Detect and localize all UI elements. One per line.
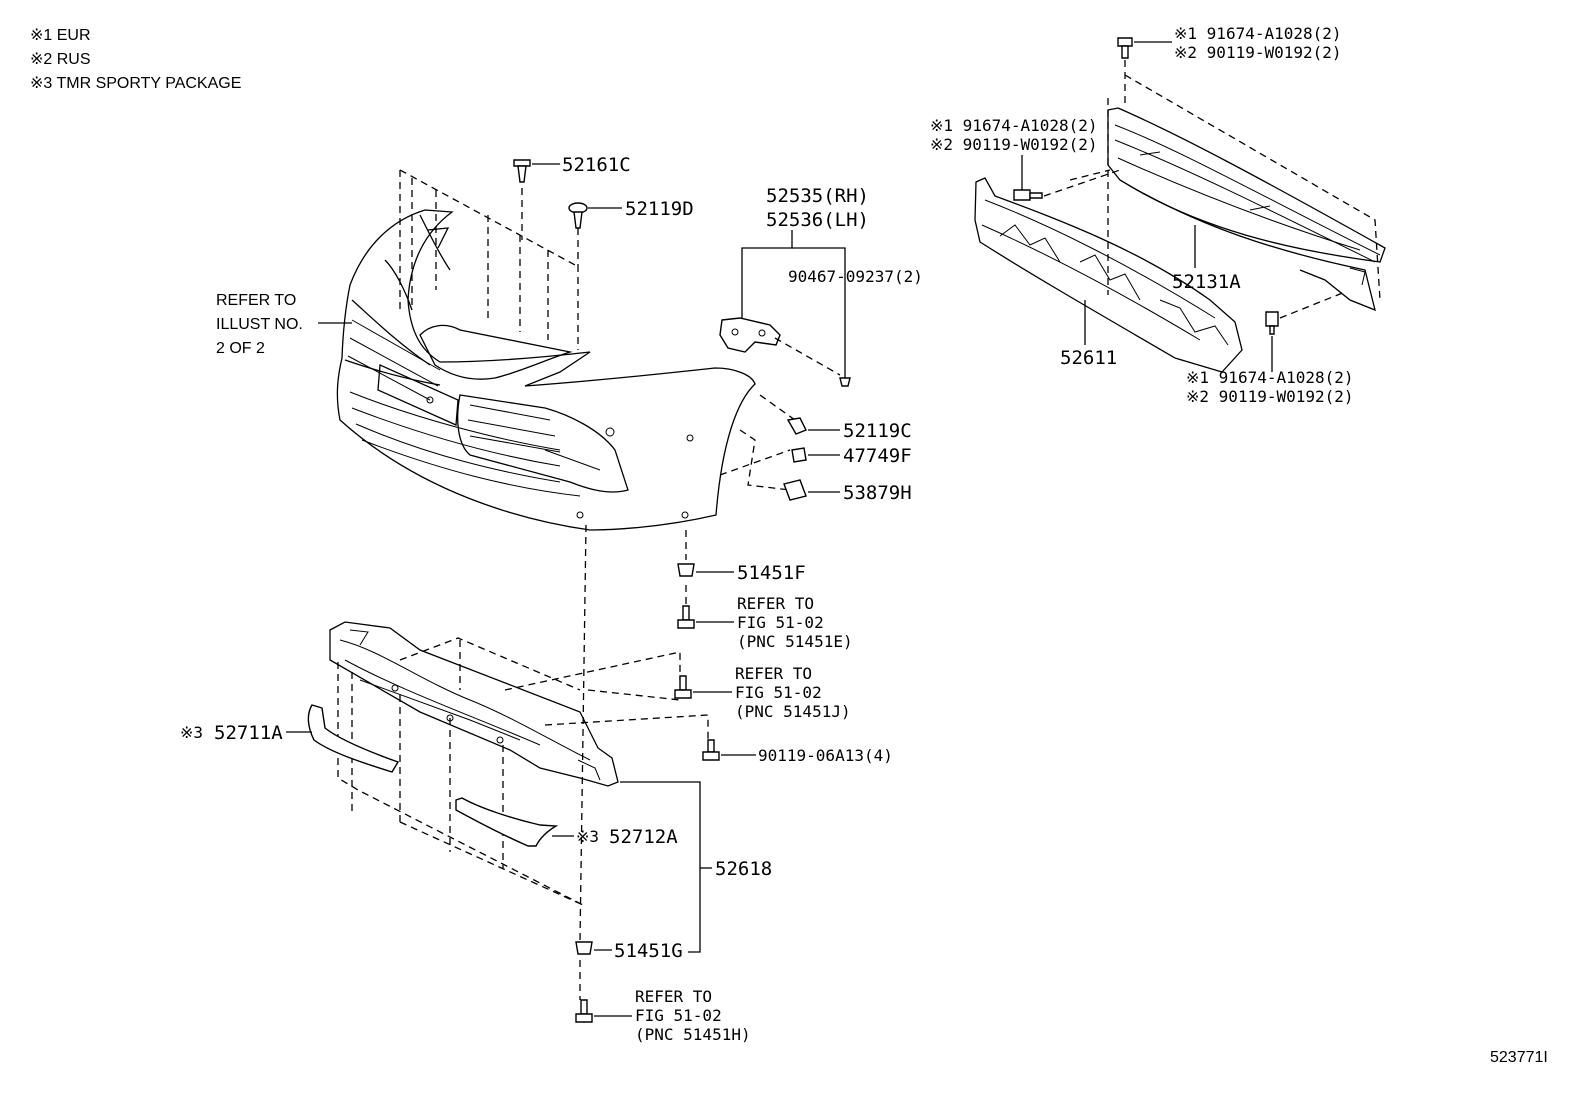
dash-left-bolt xyxy=(1043,169,1121,197)
dash-left-bolt-2 xyxy=(1069,169,1111,181)
spoiler-52712a-icon xyxy=(455,797,559,847)
label-52712a: 52712A xyxy=(609,826,678,848)
bolt-refer-e-icon xyxy=(677,605,695,629)
legend-sporty: ※3 TMR SPORTY PACKAGE xyxy=(30,75,241,92)
label-52536: 52536(LH) xyxy=(766,209,869,231)
bolt-top-line1: ※1 91674-A1028(2) xyxy=(1174,24,1342,43)
refer-illust-line2: ILLUST NO. xyxy=(216,316,303,333)
label-52618: 52618 xyxy=(715,858,772,880)
mark-52712a: ※3 xyxy=(576,827,599,846)
refer-j-line3: (PNC 51451J) xyxy=(735,702,851,721)
bolt-left-line2: ※2 90119-W0192(2) xyxy=(930,135,1098,154)
label-52131a: 52131A xyxy=(1172,271,1241,293)
diagram-id: 523771I xyxy=(1490,1049,1548,1066)
label-47749f: 47749F xyxy=(843,445,912,467)
absorber-52611-drawing xyxy=(974,177,1243,373)
bolt-top-line2: ※2 90119-W0192(2) xyxy=(1174,43,1342,62)
label-52119c: 52119C xyxy=(843,420,912,442)
bolt-right-icon xyxy=(1265,311,1279,335)
refer-h-line1: REFER TO xyxy=(635,987,712,1006)
refer-e-line3: (PNC 51451E) xyxy=(737,632,853,651)
bracket-dash xyxy=(774,337,841,376)
screw-52119d-icon xyxy=(568,202,588,229)
label-52711a: 52711A xyxy=(214,722,283,744)
bolt-90119-06a13-icon xyxy=(702,739,720,761)
retainer-53879h-icon xyxy=(783,479,807,501)
clip-51451f-icon xyxy=(677,563,695,577)
refer-illust-line1: REFER TO xyxy=(216,292,296,309)
refer-e-line2: FIG 51-02 xyxy=(737,613,824,632)
refer-h-line3: (PNC 51451H) xyxy=(635,1025,751,1044)
bolt-left-icon xyxy=(1013,189,1043,201)
under-cover-leader-lines xyxy=(337,637,709,906)
refer-j-line1: REFER TO xyxy=(735,664,812,683)
label-52611: 52611 xyxy=(1060,347,1117,369)
refer-h-line2: FIG 51-02 xyxy=(635,1006,722,1025)
label-90467: 90467-09237(2) xyxy=(788,267,923,286)
label-51451f: 51451F xyxy=(737,562,806,584)
clip-90467-icon xyxy=(839,377,851,387)
legend-eur: ※1 EUR xyxy=(30,27,91,44)
label-52119d: 52119D xyxy=(625,198,694,220)
leader-52535-bracket xyxy=(741,230,793,320)
bolt-left-line1: ※1 91674-A1028(2) xyxy=(930,116,1098,135)
label-90119-06a13: 90119-06A13(4) xyxy=(758,746,893,765)
bolt-refer-h-icon xyxy=(575,999,593,1023)
clip-47749f-icon xyxy=(791,447,807,463)
clip-52161c-icon xyxy=(513,159,531,183)
legend-rus: ※2 RUS xyxy=(30,51,91,68)
bolt-top-icon xyxy=(1117,37,1133,59)
clip-52119c-icon xyxy=(786,417,807,435)
bolt-refer-j-icon xyxy=(674,675,692,699)
bumper-leader-lines xyxy=(399,169,796,1000)
label-52161c: 52161C xyxy=(562,154,631,176)
dash-top-frame xyxy=(1124,74,1381,301)
bolt-right-line2: ※2 90119-W0192(2) xyxy=(1186,387,1354,406)
label-51451g: 51451G xyxy=(614,940,683,962)
mark-52711a: ※3 xyxy=(180,723,203,742)
spoiler-52711a-icon xyxy=(307,704,400,773)
clip-51451g-icon xyxy=(575,941,593,955)
leader-52618 xyxy=(620,781,701,953)
reinforcement-52131a-drawing xyxy=(1107,107,1386,312)
leader-52535-screw xyxy=(792,247,846,378)
refer-j-line2: FIG 51-02 xyxy=(735,683,822,702)
bracket-52535-icon xyxy=(719,317,781,353)
bolt-right-line1: ※1 91674-A1028(2) xyxy=(1186,368,1354,387)
refer-illust-line3: 2 OF 2 xyxy=(216,340,265,357)
label-52535: 52535(RH) xyxy=(766,185,869,207)
refer-e-line1: REFER TO xyxy=(737,594,814,613)
dash-right-bolt xyxy=(1279,291,1346,319)
label-53879h: 53879H xyxy=(843,482,912,504)
